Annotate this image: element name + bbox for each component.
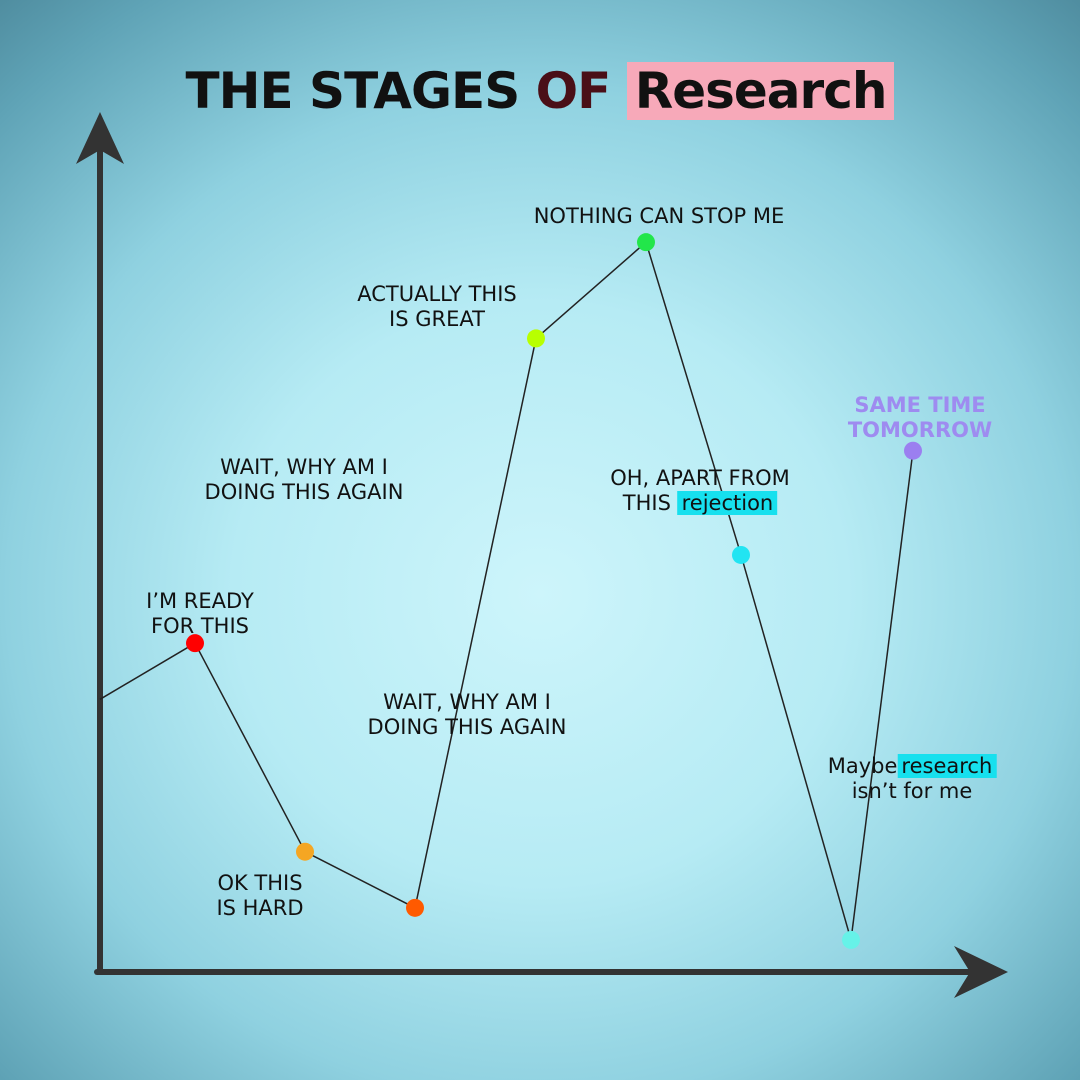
label-rejection-line2: THIS rejection bbox=[610, 491, 790, 516]
series-segment bbox=[414, 338, 537, 908]
label-rejection-prefix: THIS bbox=[622, 491, 671, 515]
series-segment bbox=[535, 241, 647, 339]
data-point-8 bbox=[904, 441, 922, 460]
label-ready: I’M READY FOR THIS bbox=[146, 589, 254, 639]
label-great-line2: IS GREAT bbox=[389, 307, 485, 331]
label-why-upper-line1: WAIT, WHY AM I bbox=[220, 455, 388, 479]
data-point-4 bbox=[527, 329, 545, 348]
label-maybe-highlight: research bbox=[897, 754, 997, 778]
label-why-lower-line1: WAIT, WHY AM I bbox=[383, 690, 551, 714]
label-rejection-line1: OH, APART FROM bbox=[610, 466, 790, 490]
y-axis-arrow-icon bbox=[76, 112, 124, 164]
label-ready-line2: FOR THIS bbox=[150, 614, 250, 638]
label-rejection-highlight: rejection bbox=[677, 491, 778, 515]
label-why-lower-line2: DOING THIS AGAIN bbox=[367, 715, 567, 739]
label-why-upper-line2: DOING THIS AGAIN bbox=[204, 480, 404, 504]
label-why-upper: WAIT, WHY AM I DOING THIS AGAIN bbox=[205, 455, 404, 505]
label-nothing-line1: NOTHING CAN STOP ME bbox=[533, 204, 785, 228]
data-point-5 bbox=[637, 233, 655, 252]
data-point-7 bbox=[842, 930, 860, 949]
label-ready-line1: I’M READY bbox=[146, 589, 254, 613]
label-hard-line1: OK THIS bbox=[217, 871, 303, 895]
label-hard: OK THIS IS HARD bbox=[216, 871, 303, 921]
title-part-stages: THE STAGES bbox=[185, 62, 521, 120]
label-maybe-prefix: Maybe bbox=[827, 754, 898, 778]
title-part-of: OF bbox=[535, 62, 612, 120]
series-segment bbox=[740, 554, 852, 941]
label-why-lower: WAIT, WHY AM I DOING THIS AGAIN bbox=[368, 690, 567, 740]
label-tomorrow-line1: SAME TIME bbox=[854, 393, 986, 417]
series-segment bbox=[304, 851, 416, 909]
series-segment bbox=[99, 642, 196, 700]
chart-title: THE STAGES OF Research bbox=[0, 62, 1080, 120]
label-great: ACTUALLY THIS IS GREAT bbox=[357, 282, 516, 332]
series-segment bbox=[850, 450, 914, 941]
label-tomorrow-line2: TOMORROW bbox=[847, 418, 993, 442]
data-point-6 bbox=[732, 545, 750, 564]
label-maybe-line2: isn’t for me bbox=[851, 779, 973, 803]
title-part-research: Research bbox=[626, 62, 895, 120]
label-nothing: NOTHING CAN STOP ME bbox=[534, 204, 785, 229]
label-rejection: OH, APART FROM THIS rejection bbox=[610, 466, 790, 516]
label-hard-line2: IS HARD bbox=[216, 896, 304, 920]
series-segment bbox=[194, 642, 306, 853]
label-tomorrow: SAME TIME TOMORROW bbox=[848, 393, 992, 443]
data-point-1 bbox=[186, 634, 204, 653]
data-point-3 bbox=[406, 898, 424, 917]
x-axis-arrow-icon bbox=[954, 946, 1008, 998]
label-great-line1: ACTUALLY THIS bbox=[357, 282, 517, 306]
data-point-2 bbox=[296, 842, 314, 861]
